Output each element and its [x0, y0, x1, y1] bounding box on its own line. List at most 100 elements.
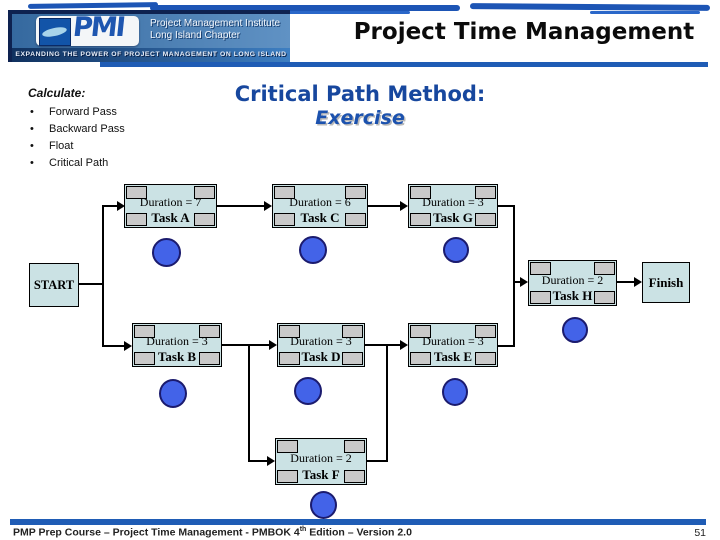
bullet-item: •Forward Pass	[30, 106, 117, 118]
footer-rule	[10, 519, 706, 525]
task-node-g: Duration = 3 Task G	[408, 184, 498, 228]
corner-cell	[342, 352, 363, 365]
task-name: Task B	[157, 349, 197, 364]
corner-cell	[594, 262, 615, 275]
task-name: Task D	[301, 349, 341, 364]
logo-tagline: EXPANDING THE POWER OF PROJECT MANAGEMEN…	[12, 48, 290, 62]
corner-cell	[126, 213, 147, 226]
org-name: Project Management Institute Long Island…	[150, 18, 280, 42]
task-node-e: Duration = 3 Task E	[408, 323, 498, 367]
node-marker-circle-a	[152, 238, 181, 267]
corner-cell	[279, 325, 300, 338]
corner-cell	[274, 186, 295, 199]
finish-label: Finish	[648, 274, 684, 290]
bullet-label: Float	[49, 140, 74, 152]
bullet-dot: •	[30, 106, 34, 118]
bullet-label: Backward Pass	[49, 123, 125, 135]
corner-cell	[530, 262, 551, 275]
page-number: 51	[694, 527, 706, 539]
arrowhead-into-finish	[634, 277, 642, 287]
connector-line	[248, 460, 268, 462]
connector-line	[515, 281, 522, 283]
top-marker-stroke	[27, 2, 159, 9]
footer-superscript: th	[299, 526, 307, 533]
corner-cell	[344, 440, 365, 453]
corner-cell	[279, 352, 300, 365]
arrowhead-into-task-f	[267, 456, 275, 466]
finish-node: Finish	[642, 262, 690, 303]
corner-cell	[344, 470, 365, 483]
arrowhead-into-task-h	[520, 277, 528, 287]
node-marker-circle-e	[442, 378, 468, 406]
top-marker-stroke	[590, 11, 700, 14]
connector-line	[102, 205, 117, 207]
task-duration: Duration = 7	[139, 195, 202, 209]
task-name: Task F	[302, 467, 340, 482]
footer-text-pre: PMP Prep Course – Project Time Managemen…	[13, 526, 300, 539]
logo-frame-left	[8, 10, 12, 62]
footer-text: PMP Prep Course – Project Time Managemen…	[13, 526, 412, 539]
corner-cell	[475, 352, 496, 365]
corner-cell	[342, 325, 363, 338]
corner-cell	[475, 325, 496, 338]
node-marker-circle-c	[299, 236, 327, 264]
corner-cell	[410, 325, 431, 338]
island-shape	[41, 25, 68, 39]
top-marker-stroke	[240, 11, 410, 14]
bullet-item: • Float	[30, 140, 73, 152]
org-line2: Long Island Chapter	[150, 30, 241, 41]
logo-frame-top	[8, 10, 290, 14]
top-marker-stroke	[469, 3, 711, 11]
connector-line	[248, 344, 250, 462]
bullet-dot: •	[30, 140, 34, 152]
logo-main-area: PMI Project Management Institute Long Is…	[12, 12, 290, 48]
content-subheading: Exercise	[315, 107, 405, 129]
task-duration: Duration = 2	[541, 273, 604, 287]
content-heading: Critical Path Method:	[234, 82, 486, 106]
task-duration: Duration = 3	[422, 195, 484, 209]
org-line1: Project Management Institute	[150, 18, 281, 29]
node-marker-circle-f	[310, 491, 337, 519]
connector-line	[498, 345, 515, 347]
task-node-b: Duration = 3 Task B	[132, 323, 222, 367]
task-node-c: Duration = 6 Task C	[272, 184, 368, 228]
bullet-dot: •	[30, 123, 34, 135]
bullet-item: •Critical Path	[30, 157, 108, 169]
arrowhead-into-task-d	[269, 340, 277, 350]
task-duration: Duration = 6	[289, 195, 351, 209]
corner-cell	[594, 291, 615, 304]
start-node: START	[29, 263, 79, 307]
corner-cell	[410, 352, 431, 365]
corner-cell	[530, 291, 551, 304]
node-marker-circle-d	[294, 377, 322, 405]
connector-line	[79, 283, 103, 285]
arrowhead-into-task-g	[400, 201, 408, 211]
arrowhead-into-task-e	[400, 340, 408, 350]
corner-cell	[475, 213, 496, 226]
bullet-item: • Backward Pass	[30, 123, 125, 135]
corner-cell	[345, 186, 366, 199]
corner-cell	[126, 186, 147, 199]
corner-cell	[199, 325, 220, 338]
footer-text-post: Edition – Version 2.0	[306, 526, 412, 539]
pmi-acronym: PMI	[71, 12, 126, 43]
node-marker-circle-b	[159, 379, 187, 408]
connector-line	[617, 281, 635, 283]
corner-cell	[277, 470, 298, 483]
node-marker-circle-g	[443, 237, 469, 263]
task-node-d: Duration = 3 Task D	[277, 323, 365, 367]
task-node-h: Duration = 2 Task H	[528, 260, 617, 306]
corner-cell	[277, 440, 298, 453]
top-marker-stroke	[150, 5, 460, 11]
task-duration: Duration = 2	[290, 451, 352, 465]
pmi-logo-block: PMI Project Management Institute Long Is…	[8, 10, 290, 62]
connector-line	[513, 205, 515, 347]
task-name: Task E	[433, 349, 473, 364]
task-node-f: Duration = 2 Task F	[275, 438, 367, 485]
pmi-logo-card: PMI	[36, 12, 139, 46]
task-name: Task A	[151, 210, 190, 225]
corner-cell	[274, 213, 295, 226]
slide-title: Project Time Management	[353, 19, 695, 45]
start-label: START	[33, 277, 75, 292]
